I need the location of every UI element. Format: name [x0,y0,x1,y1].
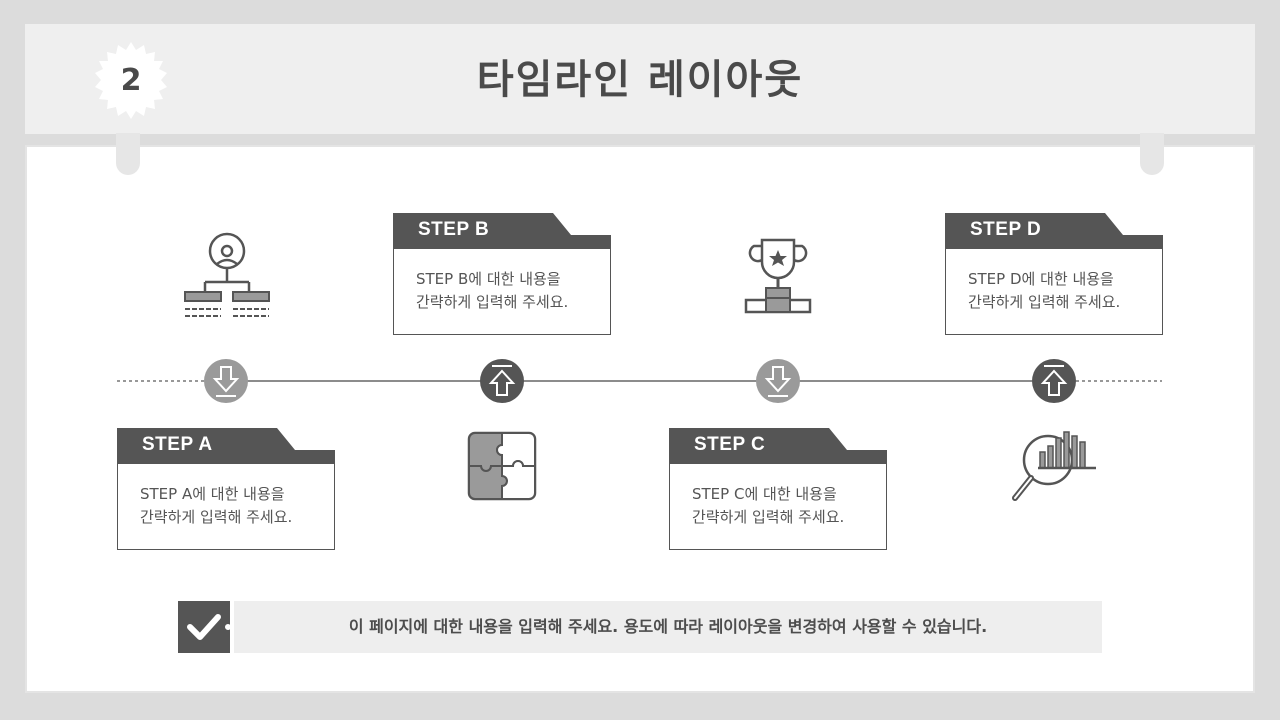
puzzle-icon [467,431,537,501]
step-a-header [117,428,335,464]
step-d-description: STEP D에 대한 내용을 간략하게 입력해 주세요. [968,270,1121,311]
trophy-icon [744,238,812,314]
step-c-box: STEP C STEP C에 대한 내용을 간략하게 입력해 주세요. [669,428,887,550]
step-b-description: STEP B에 대한 내용을 간략하게 입력해 주세요. [416,270,569,311]
message-background [234,601,1102,653]
info-bar: 이 페이지에 대한 내용을 입력해 주세요. 용도에 따라 레이아웃을 변경하여… [178,601,1102,653]
step-d-header [945,213,1163,249]
step-b-title: STEP B [418,219,490,240]
step-c-header [669,428,887,464]
badge-starburst [95,42,167,119]
step-d-box: STEP D STEP D에 대한 내용을 간략하게 입력해 주세요. [945,213,1163,335]
panel-tab-right [1140,133,1164,175]
step-b-header [393,213,611,249]
step-a-title: STEP A [142,434,213,455]
slide-number: 2 [120,63,142,98]
step-d-title: STEP D [970,219,1042,240]
checkmark-icon [187,614,231,640]
magnifier-chart-icon [1012,431,1096,501]
step-c-title: STEP C [694,434,766,455]
arrow-up-icon [1032,359,1076,403]
org-chart-icon [184,232,270,317]
page-title: 타임라인 레이아웃 [476,57,804,103]
arrow-down-icon [204,359,248,403]
step-a-box: STEP A STEP A에 대한 내용을 간략하게 입력해 주세요. [117,428,335,550]
arrow-up-icon [480,359,524,403]
step-b-box: STEP B STEP B에 대한 내용을 간략하게 입력해 주세요. [393,213,611,335]
checkmark-box [178,601,231,653]
panel-tab-left [116,133,140,175]
header-band [25,24,1255,134]
step-a-description: STEP A에 대한 내용을 간략하게 입력해 주세요. [140,485,293,526]
arrow-down-icon [756,359,800,403]
step-c-description: STEP C에 대한 내용을 간략하게 입력해 주세요. [692,485,845,526]
info-message: 이 페이지에 대한 내용을 입력해 주세요. 용도에 따라 레이아웃을 변경하여… [348,617,988,636]
